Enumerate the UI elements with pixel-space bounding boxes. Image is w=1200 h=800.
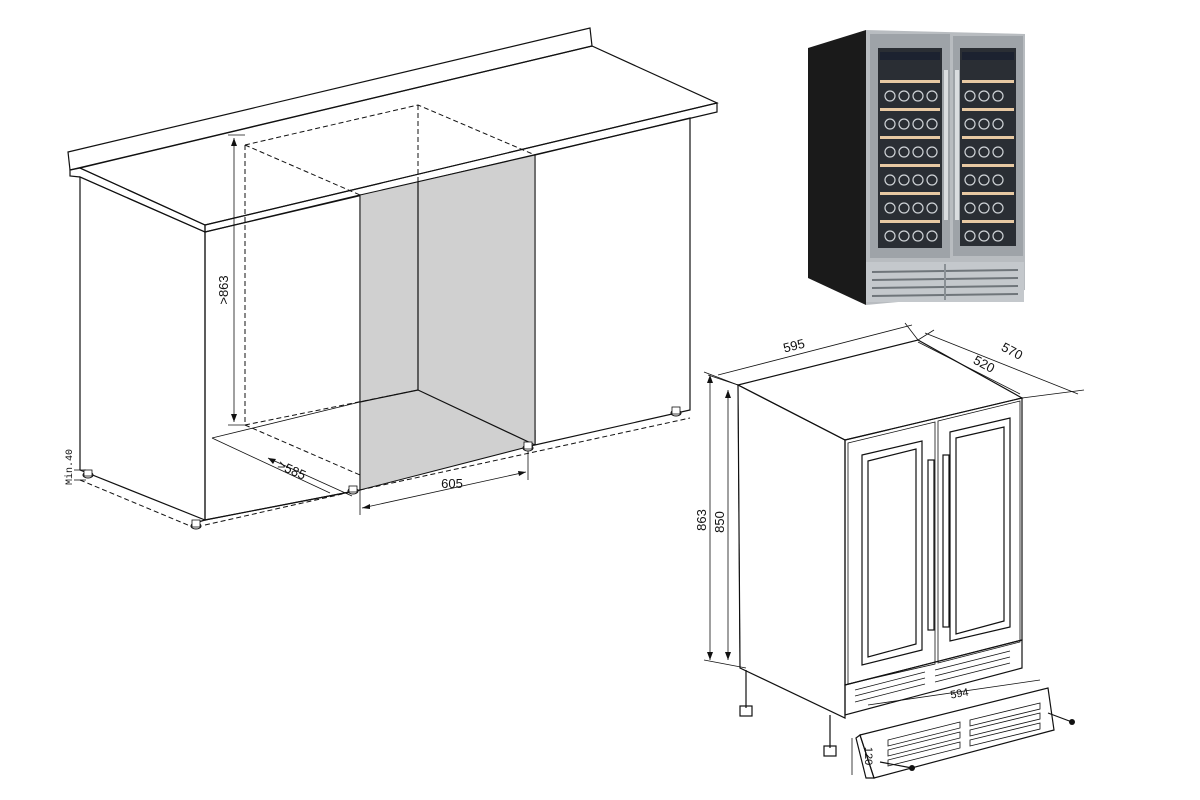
wine-cooler-photo — [808, 30, 1025, 305]
height-inner-label: 850 — [712, 511, 727, 533]
right-cabinet — [534, 117, 691, 446]
width-dimension: 605 — [361, 471, 527, 509]
kick-plate: 594 120 — [851, 679, 1075, 779]
cabinet-feet — [82, 406, 682, 530]
width-dimension-595: 595 — [707, 322, 919, 386]
height-outer-label: 863 — [694, 509, 709, 531]
base-width-label: 594 — [949, 687, 969, 702]
width-label-595: 595 — [782, 336, 807, 356]
depth-label: >585 — [275, 457, 308, 483]
height-dimension: >863 — [216, 134, 245, 426]
depth-dimensions: 570 520 — [917, 329, 1085, 399]
photo-grille — [866, 262, 1024, 302]
gap-dimension: Min.40 — [64, 449, 86, 485]
niche-cavity — [359, 154, 536, 491]
door-handles — [927, 454, 950, 631]
installation-diagram: >863 >585 605 — [64, 27, 719, 530]
height-dimensions: 863 850 — [694, 371, 747, 669]
bottle-shelves — [880, 80, 1014, 223]
width-label: 605 — [441, 476, 463, 491]
unit-outline-dashed — [244, 104, 536, 476]
gap-label: Min.40 — [64, 449, 76, 485]
unit-base-vents — [844, 639, 1023, 716]
countertop — [67, 27, 719, 233]
unit-body — [736, 339, 1024, 719]
depth-dimension: >585 — [267, 457, 353, 497]
grille-height-label: 120 — [862, 747, 874, 765]
left-cabinet — [79, 176, 361, 524]
depth-outer-label: 570 — [999, 339, 1025, 362]
unit-feet — [739, 670, 837, 757]
unit-dimension-drawing: 595 570 520 863 850 — [694, 322, 1085, 779]
height-label: >863 — [216, 275, 231, 304]
